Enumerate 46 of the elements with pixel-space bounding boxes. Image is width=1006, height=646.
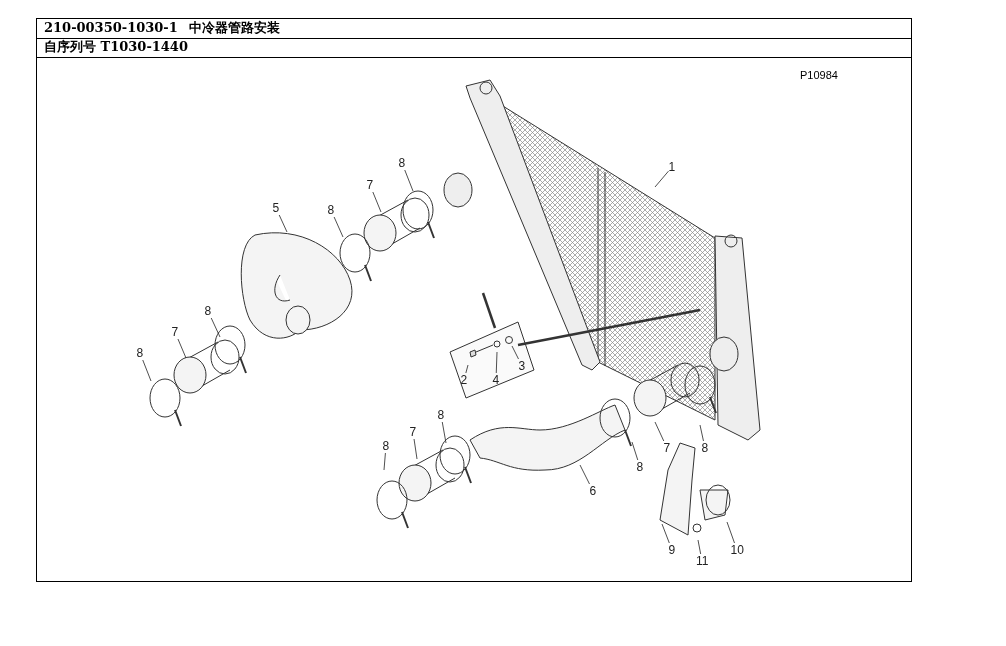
leader-line [372,191,382,213]
callout-number: 11 [696,554,709,568]
leader-line [654,421,665,442]
callout-number: 8 [437,408,445,422]
leader-line [210,317,221,338]
figure-number: P10984 [800,68,838,83]
callout-number: 5 [272,201,280,215]
leader-line [579,464,590,485]
leader-line [631,441,639,461]
callout-number: 3 [518,359,526,373]
leader-line [654,170,669,188]
leader-line [404,169,414,192]
header-text: 210-00350-1030-1 [44,20,178,36]
leader-line [278,214,288,233]
callout-number: 7 [663,441,671,455]
callout-number: 9 [668,543,676,557]
leader-line [511,345,519,360]
leader-line [495,351,498,374]
callout-number: 8 [204,304,212,318]
callout-number: 4 [492,373,500,387]
callout-number: 2 [460,373,468,387]
leader-line [699,424,704,442]
callout-number: 8 [382,439,390,453]
callout-number: 8 [327,203,335,217]
leader-line [333,216,344,238]
callout-number: 8 [636,460,644,474]
callout-number: 1 [668,160,676,174]
leader-line [413,438,418,460]
leader-line [383,452,386,471]
leader-line [142,359,152,382]
callout-number: 7 [171,325,179,339]
leader-line [661,523,670,544]
drawing-title: 中冷器管路安装 [189,20,280,36]
callout-number: 8 [701,441,709,455]
header-text: 自序列号 T1030-1440 [44,39,188,55]
leader-line [441,421,447,444]
callout-number: 7 [409,425,417,439]
callout-number: 10 [730,543,744,557]
callout-number: 6 [589,484,597,498]
leader-line [726,521,735,544]
callout-number: 8 [398,156,406,170]
leader-line [465,364,469,374]
callout-number: 8 [136,346,144,360]
leader-line [177,338,187,359]
leader-line [697,539,702,555]
callout-number: 7 [366,178,374,192]
